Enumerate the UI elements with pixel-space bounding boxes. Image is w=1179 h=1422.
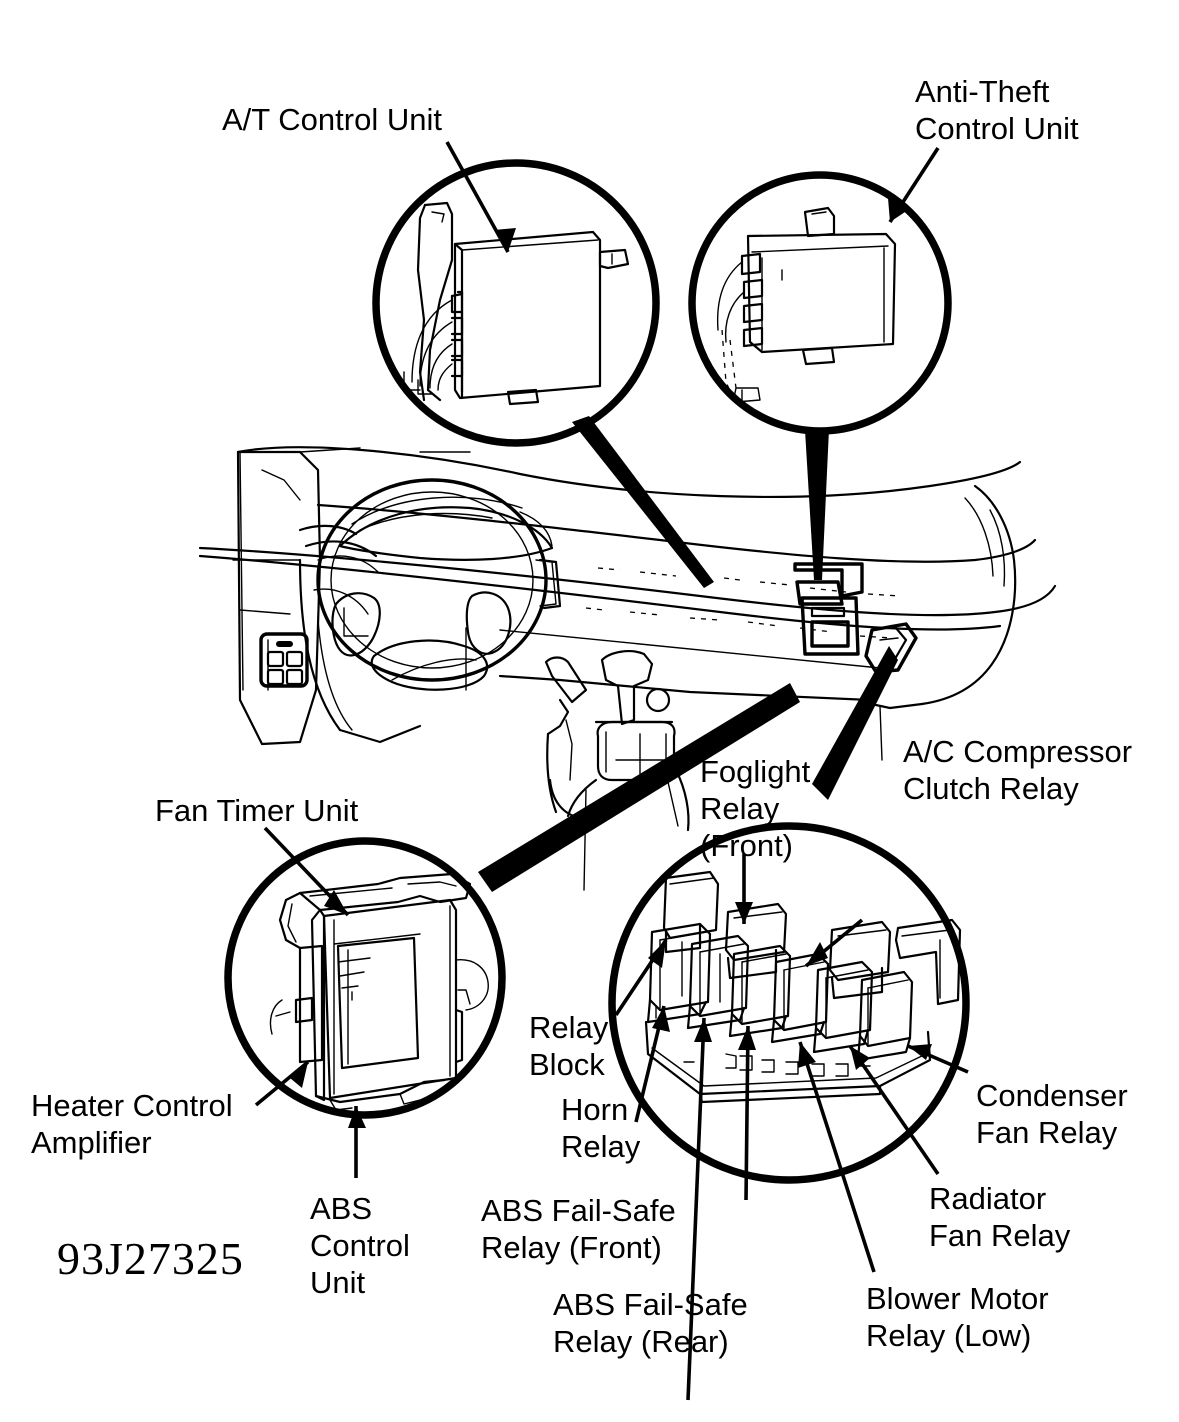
leader-fantimer-to-dash xyxy=(478,683,800,892)
label-blower-motor-relay-low: Blower Motor Relay (Low) xyxy=(866,1281,1049,1353)
label-relay-block: Relay Block xyxy=(529,1010,609,1082)
arrow-abs-fail-safe-front xyxy=(686,1017,706,1401)
callout-at-control-unit xyxy=(372,141,660,447)
label-ac-compressor-clutch-relay: A/C Compressor Clutch Relay xyxy=(903,734,1133,806)
label-at-control-unit: A/T Control Unit xyxy=(222,102,442,137)
leader-relayblock-to-dash xyxy=(812,646,898,800)
callout-relay-block xyxy=(608,822,970,1401)
arrow-blower-motor-relay xyxy=(798,1041,876,1273)
label-abs-fail-safe-relay-rear: ABS Fail-Safe Relay (Rear) xyxy=(553,1287,748,1359)
label-heater-control-amplifier: Heater Control Amplifier xyxy=(31,1088,233,1160)
callout-fan-timer-unit xyxy=(224,826,506,1178)
leader-antitheft-to-dash xyxy=(805,429,829,580)
label-horn-relay: Horn Relay xyxy=(561,1092,641,1164)
label-condenser-fan-relay: Condenser Fan Relay xyxy=(976,1078,1128,1150)
leader-wedges xyxy=(478,416,898,892)
leader-at-to-dash xyxy=(572,416,714,588)
dashboard-illustration xyxy=(198,446,1057,891)
arrow-heater-control-amplifier xyxy=(254,1060,310,1107)
label-radiator-fan-relay: Radiator Fan Relay xyxy=(929,1181,1071,1253)
drawing-number: 93J27325 xyxy=(57,1233,244,1284)
label-abs-control-unit: ABS Control Unit xyxy=(310,1191,410,1300)
dash-relay-connectors xyxy=(793,562,918,674)
label-foglight-relay-front: Foglight Relay (Front) xyxy=(700,754,811,863)
power-window-switch-panel xyxy=(259,632,309,688)
label-abs-fail-safe-relay-front: ABS Fail-Safe Relay (Front) xyxy=(481,1193,676,1265)
label-anti-theft-control-unit: Anti-Theft Control Unit xyxy=(915,74,1079,146)
label-fan-timer-unit: Fan Timer Unit xyxy=(155,793,359,828)
arrow-abs-fail-safe-rear xyxy=(744,1025,750,1201)
callout-anti-theft-control-unit xyxy=(688,147,952,435)
arrow-radiator-fan-relay xyxy=(848,1044,940,1176)
